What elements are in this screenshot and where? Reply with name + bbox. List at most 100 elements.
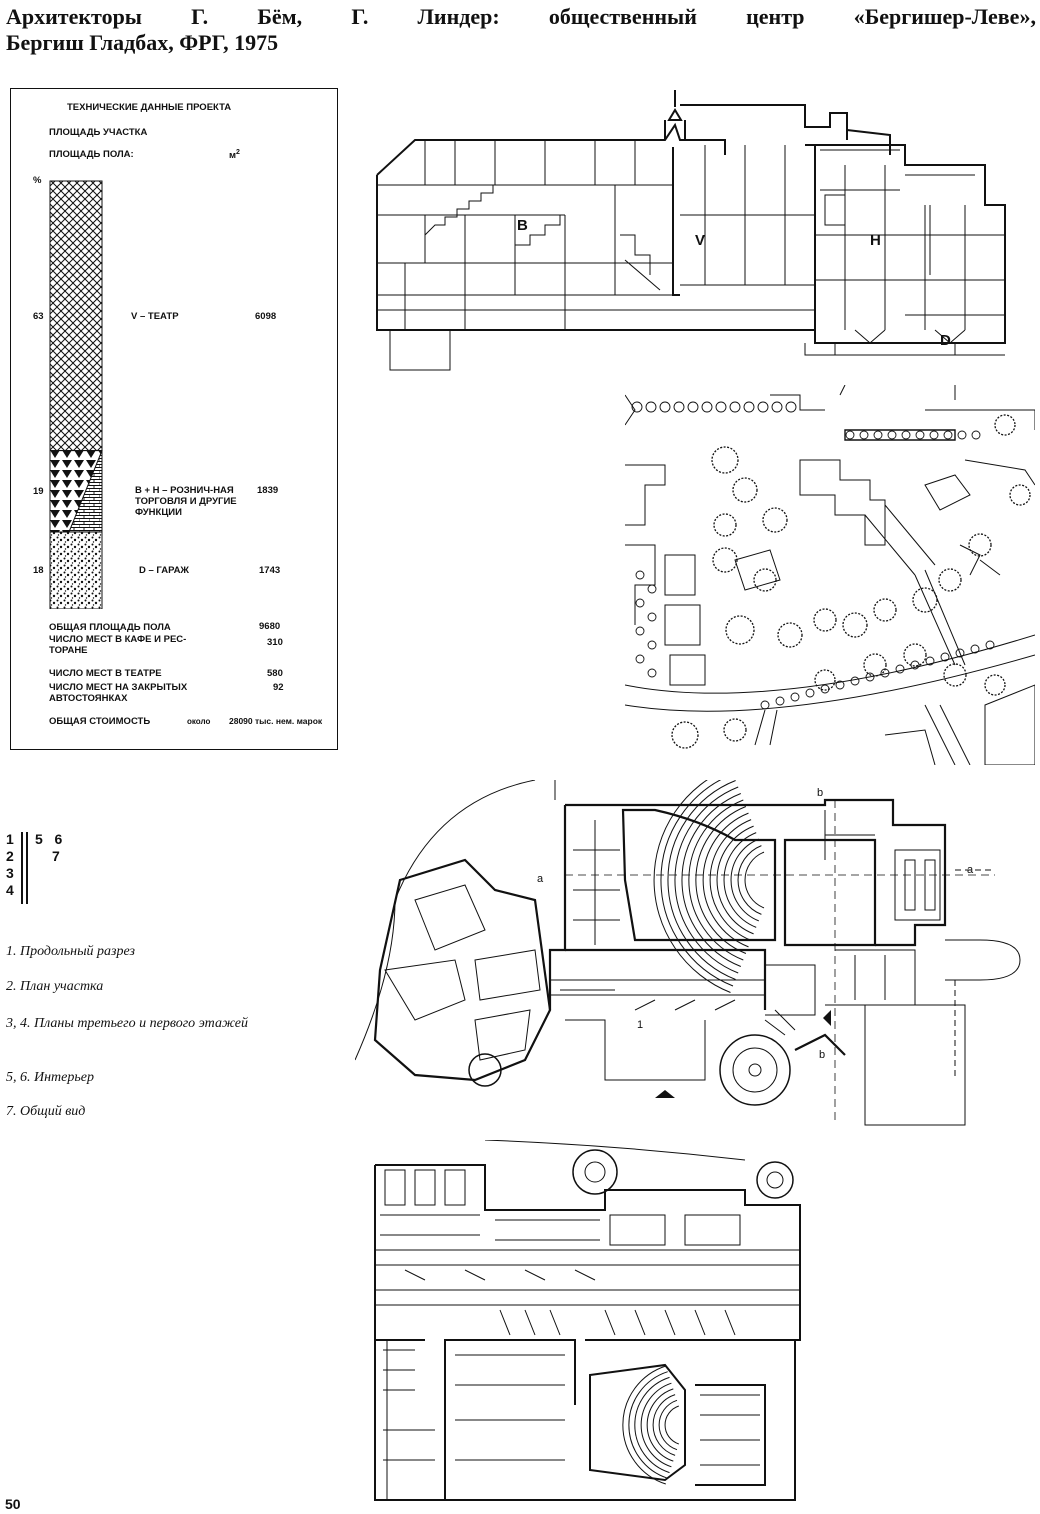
spiral-stair-inner: [766, 1171, 784, 1189]
bar-segment-garage: [49, 531, 103, 609]
room-number-1: 1: [637, 1019, 643, 1031]
tree-symbol: [863, 653, 887, 677]
tree-symbol: [631, 401, 643, 413]
caption-1: 1. Продольный разрез: [6, 944, 136, 959]
tree-symbol: [713, 513, 737, 537]
tree-symbol: [845, 430, 855, 440]
segment-label-retail: B + H – РОЗНИЧ-НАЯ ТОРГОВЛЯ И ДРУГИЕ ФУН…: [135, 485, 237, 518]
title-word: общественный: [548, 4, 697, 29]
parking-seats-value: 92: [273, 682, 284, 693]
tree-symbol: [912, 587, 938, 613]
key-rule-1: [21, 832, 23, 904]
tree-symbol: [943, 663, 967, 687]
segment-percent-theatre: 63: [33, 311, 44, 322]
parking-seats-label: ЧИСЛО МЕСТ НА ЗАКРЫТЫХ АВТОСТОЯНКАХ: [49, 682, 188, 704]
cost-about: около: [187, 717, 211, 726]
tree-symbol: [940, 652, 950, 662]
tree-symbol: [929, 430, 939, 440]
tree-symbol: [712, 547, 738, 573]
technical-data-panel: ТЕХНИЧЕСКИЕ ДАННЫЕ ПРОЕКТА ПЛОЩАДЬ УЧАСТ…: [10, 88, 338, 750]
rotunda-stair: [572, 1149, 618, 1195]
tree-symbol: [910, 660, 920, 670]
tech-heading: ТЕХНИЧЕСКИЕ ДАННЫЕ ПРОЕКТА: [67, 102, 232, 113]
cost-value: 28090 тыс. нем. марок: [229, 716, 323, 726]
tree-symbol: [955, 648, 965, 658]
tree-symbol: [777, 622, 803, 648]
entrance-arrow: [655, 1090, 675, 1098]
tree-symbol: [805, 688, 815, 698]
total-floor-area-label: ОБЩАЯ ПЛОЩАДЬ ПОЛА: [49, 622, 171, 633]
title-word: Бём,: [257, 4, 303, 29]
section-label-v: V: [695, 232, 705, 249]
tree-symbol: [635, 598, 645, 608]
seat-row: [744, 851, 765, 909]
seat-row: [737, 845, 762, 915]
round-pavilion-core: [748, 1063, 762, 1077]
section-label-h: H: [870, 232, 881, 249]
tree-symbol: [994, 414, 1016, 436]
tree-symbol: [943, 430, 953, 440]
small-rotunda: [468, 1053, 502, 1087]
tree-symbol: [647, 668, 657, 678]
theatre-seat-rows: [653, 780, 765, 993]
tree-symbol: [757, 401, 769, 413]
tree-symbol: [635, 626, 645, 636]
page-number: 50: [5, 1496, 21, 1512]
seat-row: [622, 1365, 666, 1485]
seat-row: [723, 832, 757, 928]
seat-row: [716, 825, 754, 935]
caption-3-4: 3, 4. Планы третьего и первого этажей: [6, 1016, 248, 1031]
seat-row: [681, 793, 741, 967]
section-mark-b-top: b: [817, 787, 823, 799]
tree-symbol: [635, 570, 645, 580]
title-word: «Бергишер-Леве»,: [853, 4, 1036, 29]
tree-symbol: [880, 668, 890, 678]
seat-row: [688, 799, 744, 961]
tree-symbol: [887, 430, 897, 440]
tree-symbol: [915, 430, 925, 440]
third-floor-plan-drawing: a a b b 1: [355, 780, 1021, 1126]
title-word: Линдер:: [417, 4, 500, 29]
site-area-label: ПЛОЩАДЬ УЧАСТКА: [49, 127, 148, 138]
seat-row: [658, 1399, 678, 1451]
seat-row: [730, 838, 759, 922]
theatre-seats-label: ЧИСЛО МЕСТ В ТЕАТРЕ: [49, 668, 162, 679]
tree-symbol: [725, 615, 755, 645]
tree-symbol: [635, 654, 645, 664]
cafe-seats-label: ЧИСЛО МЕСТ В КАФЕ И РЕС-ТОРАНЕ: [49, 634, 187, 656]
tree-symbol: [873, 430, 883, 440]
segment-label-garage: D – ГАРАЖ: [139, 565, 190, 576]
tree-symbol: [775, 696, 785, 706]
tree-symbol: [753, 568, 777, 592]
tree-symbol: [687, 401, 699, 413]
tree-symbol: [859, 430, 869, 440]
seat-row: [653, 780, 731, 993]
figure-key: 1 2 3 4 5 6 7: [6, 832, 106, 907]
tree-symbol: [790, 692, 800, 702]
tree-symbol: [760, 700, 770, 710]
cost-label: ОБЩАЯ СТОИМОСТЬ: [49, 716, 151, 727]
page-title-line-2: Бергиш Гладбах, ФРГ, 1975: [6, 30, 279, 55]
key-3: 3: [6, 865, 14, 881]
tree-symbol: [865, 672, 875, 682]
segment-percent-retail: 19: [33, 486, 44, 497]
tree-symbol: [901, 430, 911, 440]
caption-5-6: 5, 6. Интерьер: [6, 1070, 94, 1085]
tree-symbol: [785, 401, 797, 413]
key-1: 1: [6, 831, 14, 847]
longitudinal-section-drawing: B V H D: [376, 90, 1006, 371]
tree-symbol: [723, 718, 747, 742]
tree-symbol: [971, 430, 981, 440]
key-rule-2: [26, 832, 28, 904]
total-floor-area-value: 9680: [259, 621, 281, 632]
key-2: 2: [6, 848, 14, 864]
theatre-seats-value: 580: [267, 668, 283, 679]
title-word: центр: [746, 4, 805, 29]
tree-symbol: [895, 664, 905, 674]
seat-row: [652, 1394, 676, 1456]
site-plan-drawing: [625, 385, 1035, 765]
tree-symbol: [957, 430, 967, 440]
seat-row: [646, 1388, 674, 1462]
first-floor-plan-drawing: [374, 1140, 801, 1501]
seat-row: [664, 1405, 679, 1445]
